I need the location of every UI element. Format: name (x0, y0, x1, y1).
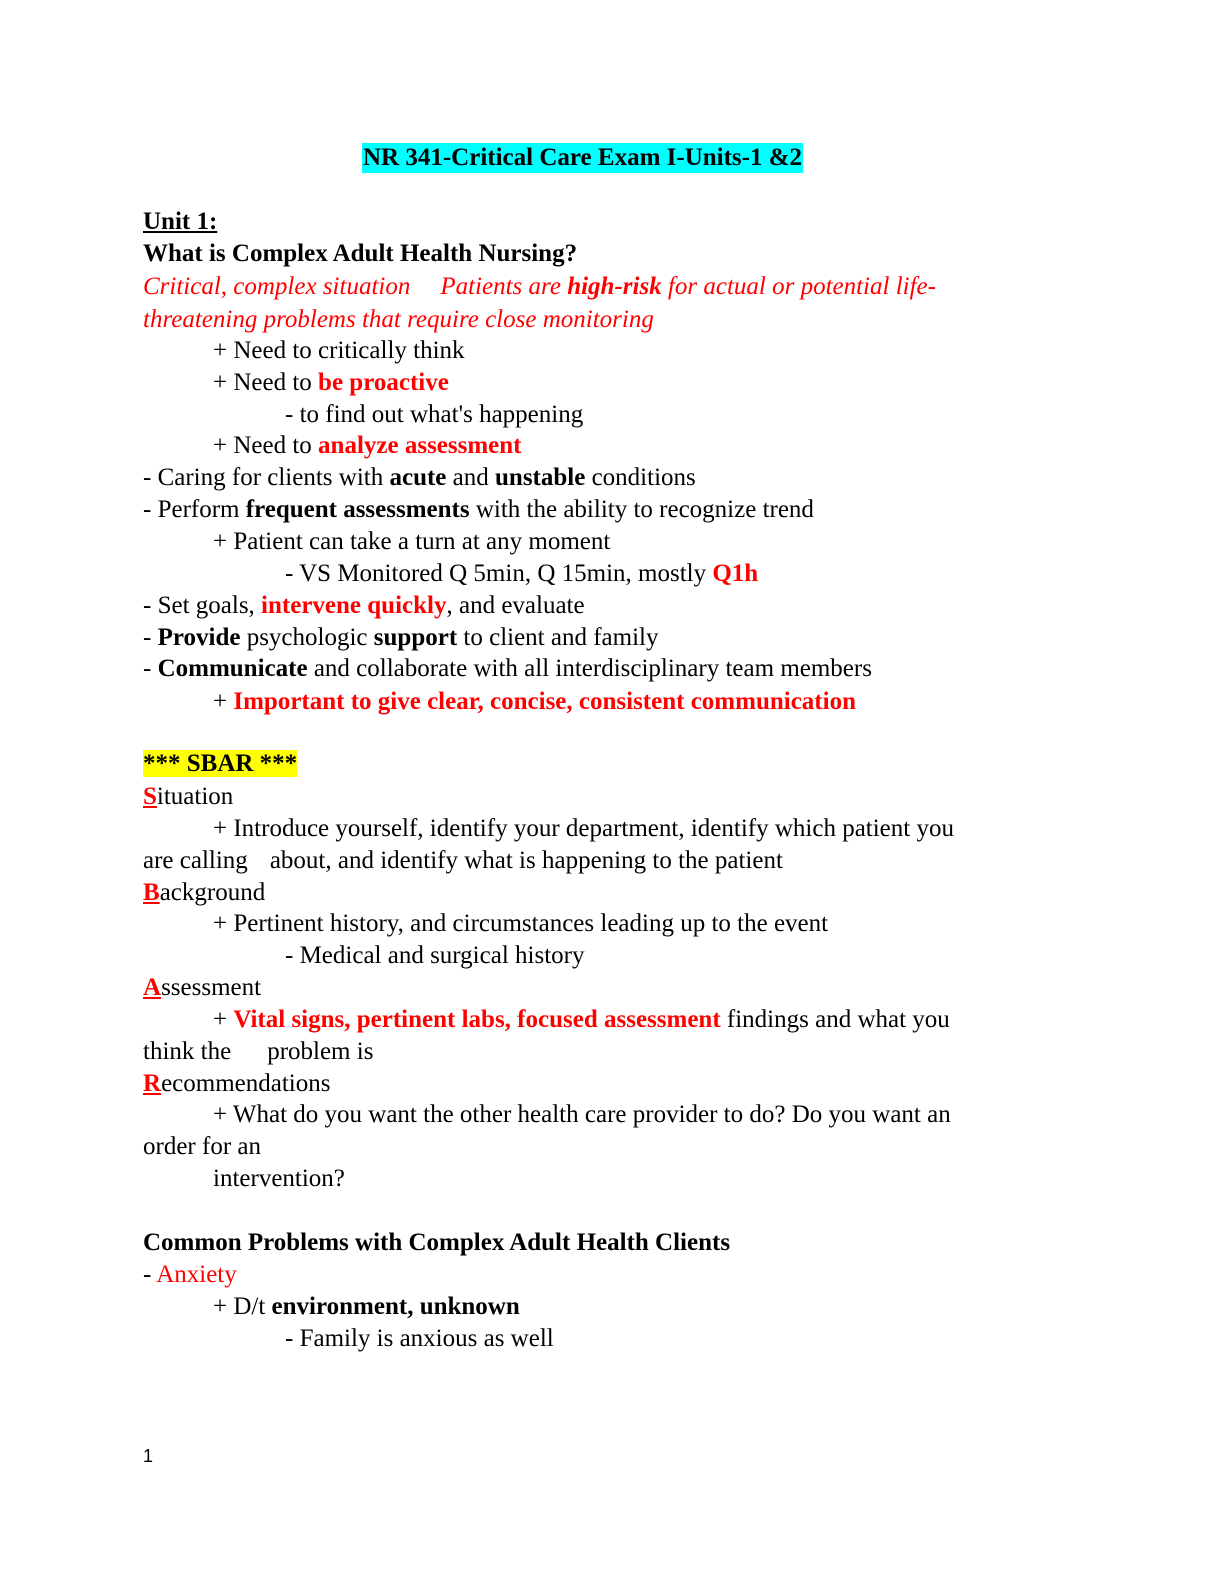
perform-emphasis: frequent assessments (245, 496, 470, 523)
caring-acute: acute (389, 464, 447, 491)
situation-detail-2b: about, and identify what is happening to… (269, 847, 783, 874)
sbar-heading-text: *** SBAR *** (143, 750, 298, 777)
anxiety-label: Anxiety (156, 1261, 237, 1288)
caring-unstable: unstable (495, 464, 586, 491)
assessment-detail-2a: think the (143, 1038, 232, 1065)
sbar-a-letter: A (143, 974, 162, 1001)
assessment-detail-2b: problem is (267, 1038, 374, 1065)
sbar-a-rest: ssessment (161, 974, 262, 1001)
vs-line: - VS Monitored Q 5min, Q 15min, mostly Q… (285, 559, 758, 589)
provide-dash: - (143, 624, 158, 651)
communicate-dash: - (143, 655, 158, 682)
important-line: + Important to give clear, concise, cons… (213, 687, 856, 717)
anxiety-line: - Anxiety (143, 1260, 237, 1290)
anxiety-dash: - (143, 1261, 157, 1288)
family-line: - Family is anxious as well (285, 1325, 554, 1352)
sbar-b-rest: ackground (159, 879, 266, 906)
perform-prefix: - Perform (143, 496, 246, 523)
sbar-b-letter: B (143, 879, 160, 906)
provide-support: support (373, 624, 458, 651)
background-detail-2: - Medical and surgical history (285, 942, 585, 969)
sbar-r-letter: R (143, 1070, 162, 1097)
need-proactive-emphasis: be proactive (318, 369, 449, 396)
recommendations-detail-2: order for an (143, 1133, 261, 1160)
caring-suffix: conditions (585, 464, 696, 491)
sbar-recommendations: Recommendations (143, 1069, 330, 1099)
intro-critical: Critical, complex situation (143, 273, 411, 300)
communicate-line: - Communicate and collaborate with all i… (143, 654, 872, 684)
recommendations-detail-1: + What do you want the other health care… (213, 1101, 951, 1128)
intro-patients: Patients are (440, 273, 568, 300)
caring-line: - Caring for clients with acute and unst… (143, 463, 696, 493)
common-problems-heading: Common Problems with Complex Adult Healt… (143, 1229, 731, 1256)
dt-prefix: + D/t (213, 1293, 272, 1320)
assessment-detail-1: + Vital signs, pertinent labs, focused a… (213, 1005, 950, 1035)
provide-middle: psychologic (240, 624, 374, 651)
assessment-detail-2: think the problem is (143, 1037, 373, 1067)
dt-line: + D/t environment, unknown (213, 1292, 520, 1322)
document-title: NR 341-Critical Care Exam I-Units-1 &2 (362, 143, 804, 173)
goals-line: - Set goals, intervene quickly, and eval… (143, 591, 585, 621)
provide-emphasis: Provide (157, 624, 241, 651)
assessment-suffix: findings and what you (720, 1006, 950, 1033)
need-analyze-prefix: + Need to (213, 432, 319, 459)
communicate-emphasis: Communicate (157, 655, 308, 682)
section-question: What is Complex Adult Health Nursing? (143, 240, 578, 267)
provide-suffix: to client and family (457, 624, 659, 651)
intro-high-risk: high-risk (567, 273, 662, 300)
sbar-situation: Situation (143, 782, 233, 812)
situation-detail-2a: are calling (143, 847, 248, 874)
situation-detail-1: + Introduce yourself, identify your depa… (213, 815, 954, 842)
dt-emphasis: environment, unknown (271, 1293, 520, 1320)
situation-detail-2: are calling about, and identify what is h… (143, 846, 783, 876)
assessment-emphasis: Vital signs, pertinent labs, focused ass… (233, 1006, 721, 1033)
important-emphasis: Important to give clear, concise, consis… (233, 688, 856, 715)
page-number: 1 (143, 1446, 154, 1466)
need-think: + Need to critically think (213, 337, 465, 364)
background-detail-1: + Pertinent history, and circumstances l… (213, 910, 829, 937)
sbar-heading: *** SBAR *** (143, 749, 298, 779)
caring-and: and (446, 464, 496, 491)
sbar-assessment: Assessment (143, 973, 261, 1003)
vs-prefix: - VS Monitored Q 5min, Q 15min, mostly (285, 560, 713, 587)
goals-prefix: - Set goals, (143, 592, 262, 619)
assessment-plus: + (213, 1006, 234, 1033)
important-plus: + (213, 688, 234, 715)
caring-prefix: - Caring for clients with (143, 464, 390, 491)
sbar-s-rest: ituation (156, 783, 234, 810)
intro-line-2: threatening problems that require close … (143, 306, 654, 333)
sbar-r-rest: ecommendations (161, 1070, 331, 1097)
unit-heading: Unit 1: (143, 208, 218, 235)
perform-line: - Perform frequent assessments with the … (143, 495, 814, 525)
provide-line: - Provide psychologic support to client … (143, 623, 659, 653)
recommendations-detail-3: intervention? (213, 1165, 345, 1192)
intro-rest: for actual or potential life- (661, 273, 936, 300)
sbar-s-letter: S (143, 783, 157, 810)
find-out: - to find out what's happening (285, 401, 584, 428)
need-proactive: + Need to be proactive (213, 368, 449, 398)
communicate-suffix: and collaborate with all interdisciplina… (307, 655, 872, 682)
need-analyze-emphasis: analyze assessment (318, 432, 522, 459)
turn-line: + Patient can take a turn at any moment (213, 528, 611, 555)
goals-emphasis: intervene quickly (261, 592, 447, 619)
vs-emphasis: Q1h (712, 560, 759, 587)
perform-suffix: with the ability to recognize trend (469, 496, 814, 523)
goals-suffix: , and evaluate (446, 592, 585, 619)
sbar-background: Background (143, 878, 265, 908)
need-analyze: + Need to analyze assessment (213, 431, 522, 461)
need-proactive-prefix: + Need to (213, 369, 319, 396)
